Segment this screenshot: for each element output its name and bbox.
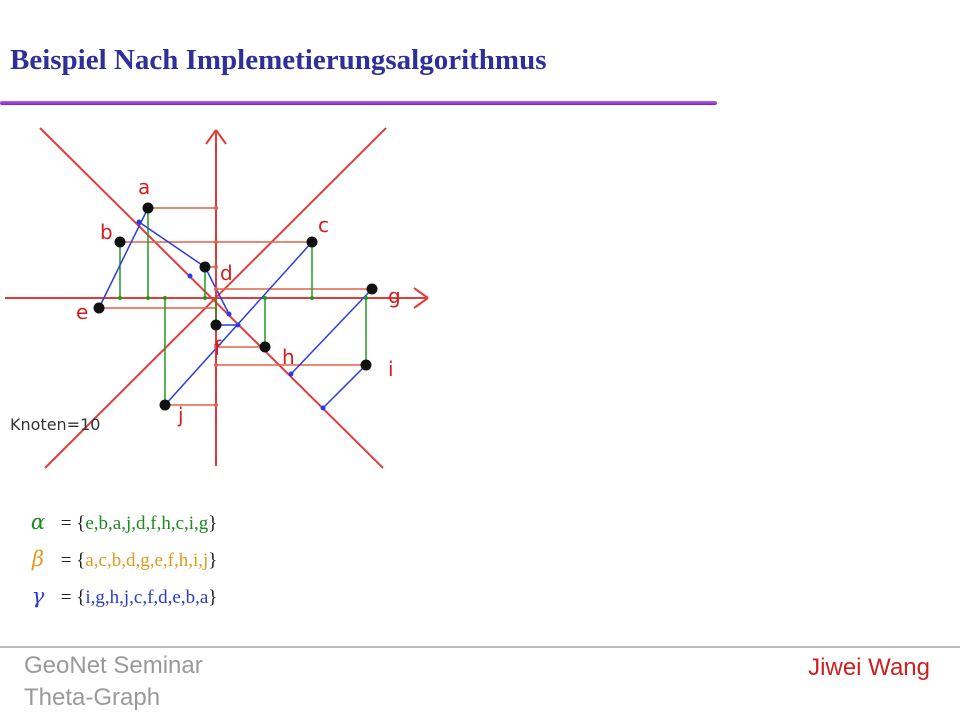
set-members: a,c,b,d,g,e,f,h,i,j (85, 550, 209, 571)
node-c (306, 236, 318, 248)
cone-order-sets: α = {e,b,a,j,d,f,h,c,i,g} β = {a,c,b,d,g… (20, 510, 218, 621)
node-label-j: j (177, 403, 184, 427)
theta-graph-diagram: a b c d e f g h i j (5, 127, 429, 469)
set-beta: β = {a,c,b,d,g,e,f,h,i,j} (20, 547, 217, 584)
blue-edge (98, 207, 149, 309)
axis-tick-dot (214, 345, 218, 349)
node-f (210, 319, 222, 331)
slide-title: Beispiel Nach Implemetierungsalgorithmus (10, 44, 547, 76)
axis-tick-dot (263, 296, 267, 300)
footer-seminar: GeoNet Seminar (24, 652, 203, 679)
node-label-i: i (388, 357, 394, 381)
intersection-dot (187, 273, 193, 279)
set-equals: = { (56, 587, 86, 608)
footer-left: GeoNet Seminar Theta-Graph (24, 650, 203, 714)
beta-symbol: β (31, 547, 45, 571)
title-underline (0, 101, 717, 105)
intersection-dot (235, 322, 241, 328)
axis-tick-dot (146, 296, 150, 300)
node-label-h: h (282, 345, 295, 369)
footer-divider (0, 646, 960, 648)
axis-tick-dot (163, 296, 167, 300)
axis-tick-dot (364, 296, 368, 300)
node-b (114, 236, 126, 248)
gamma-symbol: γ (31, 584, 45, 608)
node-e (93, 302, 105, 314)
node-label-f: f (214, 336, 222, 360)
set-close: } (208, 513, 218, 534)
node-count-label: Knoten=10 (10, 415, 101, 434)
node-d (199, 261, 211, 273)
axis-tick-dot (214, 265, 218, 269)
intersection-dot (226, 311, 232, 317)
set-gamma: γ = {i,g,h,j,c,f,d,e,b,a} (20, 584, 218, 621)
node-h (259, 341, 271, 353)
intersection-dot (320, 405, 326, 411)
set-members: e,b,a,j,d,f,h,c,i,g (85, 513, 209, 534)
axis-tick-dot (118, 296, 122, 300)
axis-tick-dot (203, 296, 207, 300)
blue-edge (138, 221, 206, 268)
node-label-d: d (220, 261, 233, 285)
alpha-symbol: α (30, 510, 46, 534)
axis-tick-dot (214, 240, 218, 244)
blue-edge (322, 364, 367, 409)
x-axis-arrow (413, 287, 429, 299)
node-a (142, 202, 154, 214)
node-j (159, 399, 171, 411)
node-label-g: g (388, 284, 401, 308)
axis-tick-dot (310, 296, 314, 300)
set-close: } (208, 587, 218, 608)
set-equals: = { (56, 513, 86, 534)
node-g (366, 283, 378, 295)
y-axis-arrow (215, 129, 227, 145)
axis-tick-dot (214, 363, 218, 367)
axis-tick-dot (214, 287, 218, 291)
set-alpha: α = {e,b,a,j,d,f,h,c,i,g} (20, 510, 218, 547)
footer-topic: Theta-Graph (24, 684, 161, 711)
intersection-dot (136, 219, 142, 225)
node-i (360, 359, 372, 371)
intersection-dot (288, 371, 294, 377)
node-label-e: e (76, 300, 88, 324)
node-label-c: c (318, 213, 329, 237)
node-label-b: b (100, 220, 113, 244)
set-close: } (208, 550, 218, 571)
blue-edge (290, 288, 373, 375)
axis-tick-dot (214, 206, 218, 210)
footer-author: Jiwei Wang (808, 654, 930, 681)
axis-tick-dot (214, 403, 218, 407)
y-axis-arrow (205, 129, 217, 145)
node-label-a: a (138, 175, 150, 199)
x-axis-arrow (413, 297, 429, 309)
set-equals: = { (56, 550, 86, 571)
set-members: i,g,h,j,c,f,d,e,b,a (85, 587, 209, 608)
